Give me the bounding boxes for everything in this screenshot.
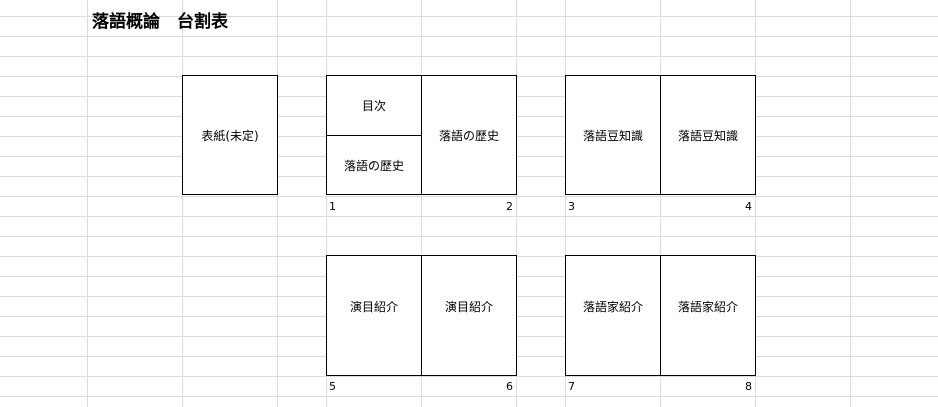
page-4-label: 落語豆知識 [677, 128, 738, 143]
grid-column-line [850, 0, 851, 407]
page-number-4: 4 [744, 200, 753, 214]
page-number-1: 1 [328, 200, 337, 214]
grid-column-line [182, 0, 183, 407]
page-number-6: 6 [505, 380, 514, 394]
spread-pages-3-4[interactable]: 落語豆知識 落語豆知識 [565, 75, 756, 195]
spread-center-divider [421, 256, 422, 375]
grid-column-line [755, 0, 756, 407]
cover-label: 表紙(未定) [201, 128, 259, 143]
page-7-label: 落語家紹介 [582, 300, 643, 314]
grid-column-line [421, 0, 422, 407]
page-1-top-label: 目次 [361, 99, 386, 113]
spread-pages-1-2[interactable]: 目次 落語の歴史 落語の歴史 [326, 75, 517, 195]
page-number-2: 2 [505, 200, 514, 214]
page-number-3: 3 [567, 200, 576, 214]
grid-column-line [326, 0, 327, 407]
grid-column-line [565, 0, 566, 407]
page-1-divider [327, 135, 422, 136]
page-number-8: 8 [744, 380, 753, 394]
page-number-7: 7 [567, 380, 576, 394]
spread-center-divider [421, 76, 422, 194]
grid-column-line [660, 0, 661, 407]
spread-pages-5-6[interactable]: 演目紹介 演目紹介 [326, 255, 517, 376]
page-1-bottom-label: 落語の歴史 [343, 158, 404, 173]
page-6-label: 演目紹介 [444, 300, 493, 314]
grid-column-line [516, 0, 517, 407]
page-number-5: 5 [328, 380, 337, 394]
page-2-label: 落語の歴史 [438, 128, 499, 143]
page-8-label: 落語家紹介 [677, 300, 738, 314]
grid-column-line [87, 0, 88, 407]
grid-column-line [277, 0, 278, 407]
cover-box[interactable]: 表紙(未定) [182, 75, 278, 195]
spread-center-divider [660, 256, 661, 375]
spread-pages-7-8[interactable]: 落語家紹介 落語家紹介 [565, 255, 756, 376]
spread-center-divider [660, 76, 661, 194]
page-5-label: 演目紹介 [349, 300, 398, 314]
page-3-label: 落語豆知識 [582, 128, 643, 143]
sheet-title[interactable]: 落語概論 台割表 [92, 12, 228, 32]
